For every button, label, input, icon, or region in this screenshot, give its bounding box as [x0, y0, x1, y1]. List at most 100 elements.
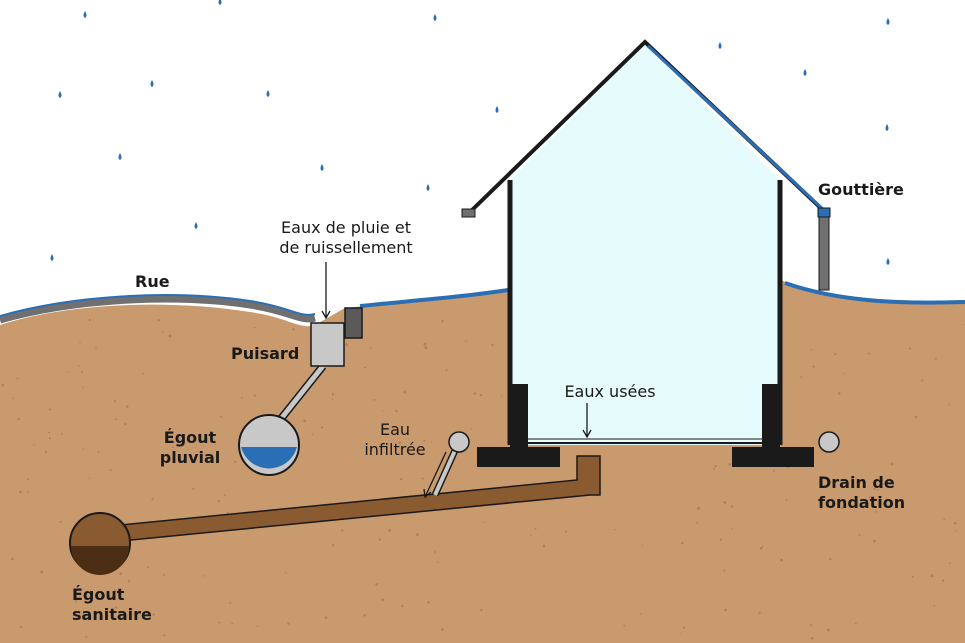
soil-speck — [427, 601, 430, 604]
soil-speck — [759, 546, 763, 550]
soil-speck — [681, 542, 684, 545]
soil-speck — [473, 392, 477, 395]
soil-speck — [640, 613, 642, 615]
gutter — [817, 207, 831, 218]
soil-speck — [433, 551, 436, 553]
soil-speck — [761, 545, 764, 548]
label-eaux-usees: Eaux usées — [564, 382, 656, 401]
soil-speck — [955, 530, 957, 532]
label-eaux-pluie-line1: Eaux de pluie et — [281, 218, 411, 237]
rain-drop — [885, 124, 889, 131]
soil-speck — [27, 490, 29, 493]
rain-drop — [266, 90, 270, 97]
soil-speck — [109, 469, 112, 472]
soil-speck — [500, 395, 502, 397]
soil-speck — [441, 628, 444, 631]
soil-speck — [697, 506, 701, 510]
soil-speck — [613, 528, 616, 531]
catch-basin — [310, 322, 345, 367]
soil-speck — [867, 352, 870, 355]
rain-drop — [218, 0, 222, 5]
soil-speck — [218, 621, 221, 624]
arrow-wastewater — [582, 403, 592, 439]
soil-speck — [88, 318, 91, 322]
label-gouttiere: Gouttière — [818, 180, 904, 199]
soil-speck — [88, 477, 91, 479]
soil-speck — [714, 464, 717, 468]
soil-speck — [97, 451, 100, 453]
soil-speck — [890, 462, 894, 466]
soil-speck — [388, 529, 391, 532]
soil-speck — [152, 613, 155, 616]
soil-speck — [810, 636, 814, 640]
soil-speck — [33, 443, 35, 446]
soil-speck — [873, 488, 876, 490]
rain-drop — [118, 153, 122, 160]
soil-speck — [320, 426, 324, 429]
storm-pipe-fill — [278, 364, 325, 422]
road-surface — [0, 295, 316, 324]
rain-drop — [495, 106, 499, 113]
soil-speck — [10, 557, 14, 561]
soil-speck — [1, 384, 4, 387]
roof-water — [646, 44, 830, 216]
soil-speck — [837, 392, 841, 395]
soil-speck — [381, 598, 384, 602]
soil-speck — [217, 499, 220, 503]
soil-speck — [124, 423, 127, 426]
soil-speck — [723, 500, 727, 504]
soil-speck — [157, 319, 160, 322]
infiltration-drain — [448, 431, 470, 453]
soil-speck — [82, 386, 84, 389]
soil-speck — [641, 544, 644, 547]
soil-speck — [934, 357, 937, 360]
soil-speck — [542, 544, 546, 548]
soil-speck — [772, 469, 775, 472]
rain-drop — [194, 222, 198, 229]
soil-speck — [226, 511, 229, 514]
soil-speck — [858, 534, 861, 536]
soil-speck — [219, 415, 222, 418]
soil-right — [780, 280, 965, 643]
soil-speck — [113, 589, 117, 592]
soil-speck — [12, 397, 14, 400]
soil-speck — [731, 528, 734, 530]
soil-speck — [943, 518, 946, 521]
soil-speck — [758, 611, 761, 614]
rain-drop — [150, 80, 154, 87]
ground-runoff-right — [784, 281, 965, 305]
soil-speck — [215, 463, 217, 465]
soil-speck — [564, 530, 567, 533]
soil-speck — [424, 346, 428, 349]
soil-speck — [810, 349, 813, 351]
soil-speck — [151, 498, 154, 501]
label-eaux-pluie-line2: de ruissellement — [279, 238, 413, 257]
soil-speck — [949, 562, 951, 565]
soil-speck — [930, 574, 934, 578]
soil-speck — [18, 490, 22, 494]
soil-speck — [530, 534, 532, 536]
soil-under-house — [500, 445, 790, 643]
soil-speck — [826, 628, 830, 632]
soil-speck — [812, 365, 815, 368]
soil-speck — [254, 327, 256, 329]
soil-speck — [19, 625, 22, 629]
rain-drop — [886, 258, 890, 265]
soil-speck — [163, 634, 166, 637]
rain-drop — [320, 164, 324, 171]
soil-speck — [780, 558, 783, 562]
soil-speck — [874, 510, 877, 513]
rain-drop — [718, 42, 722, 49]
rain — [50, 0, 890, 265]
ground-runoff-left — [359, 288, 509, 308]
rain-drop — [803, 69, 807, 76]
soil-speck — [877, 489, 879, 491]
foundation-wall-right — [762, 384, 780, 447]
soil-speck — [363, 613, 366, 617]
soil-speck — [82, 448, 85, 450]
soil-speck — [284, 572, 287, 574]
soil-speck — [948, 404, 950, 406]
soil-speck — [933, 605, 936, 607]
soil-speck — [281, 358, 284, 361]
house-interior — [510, 45, 780, 445]
